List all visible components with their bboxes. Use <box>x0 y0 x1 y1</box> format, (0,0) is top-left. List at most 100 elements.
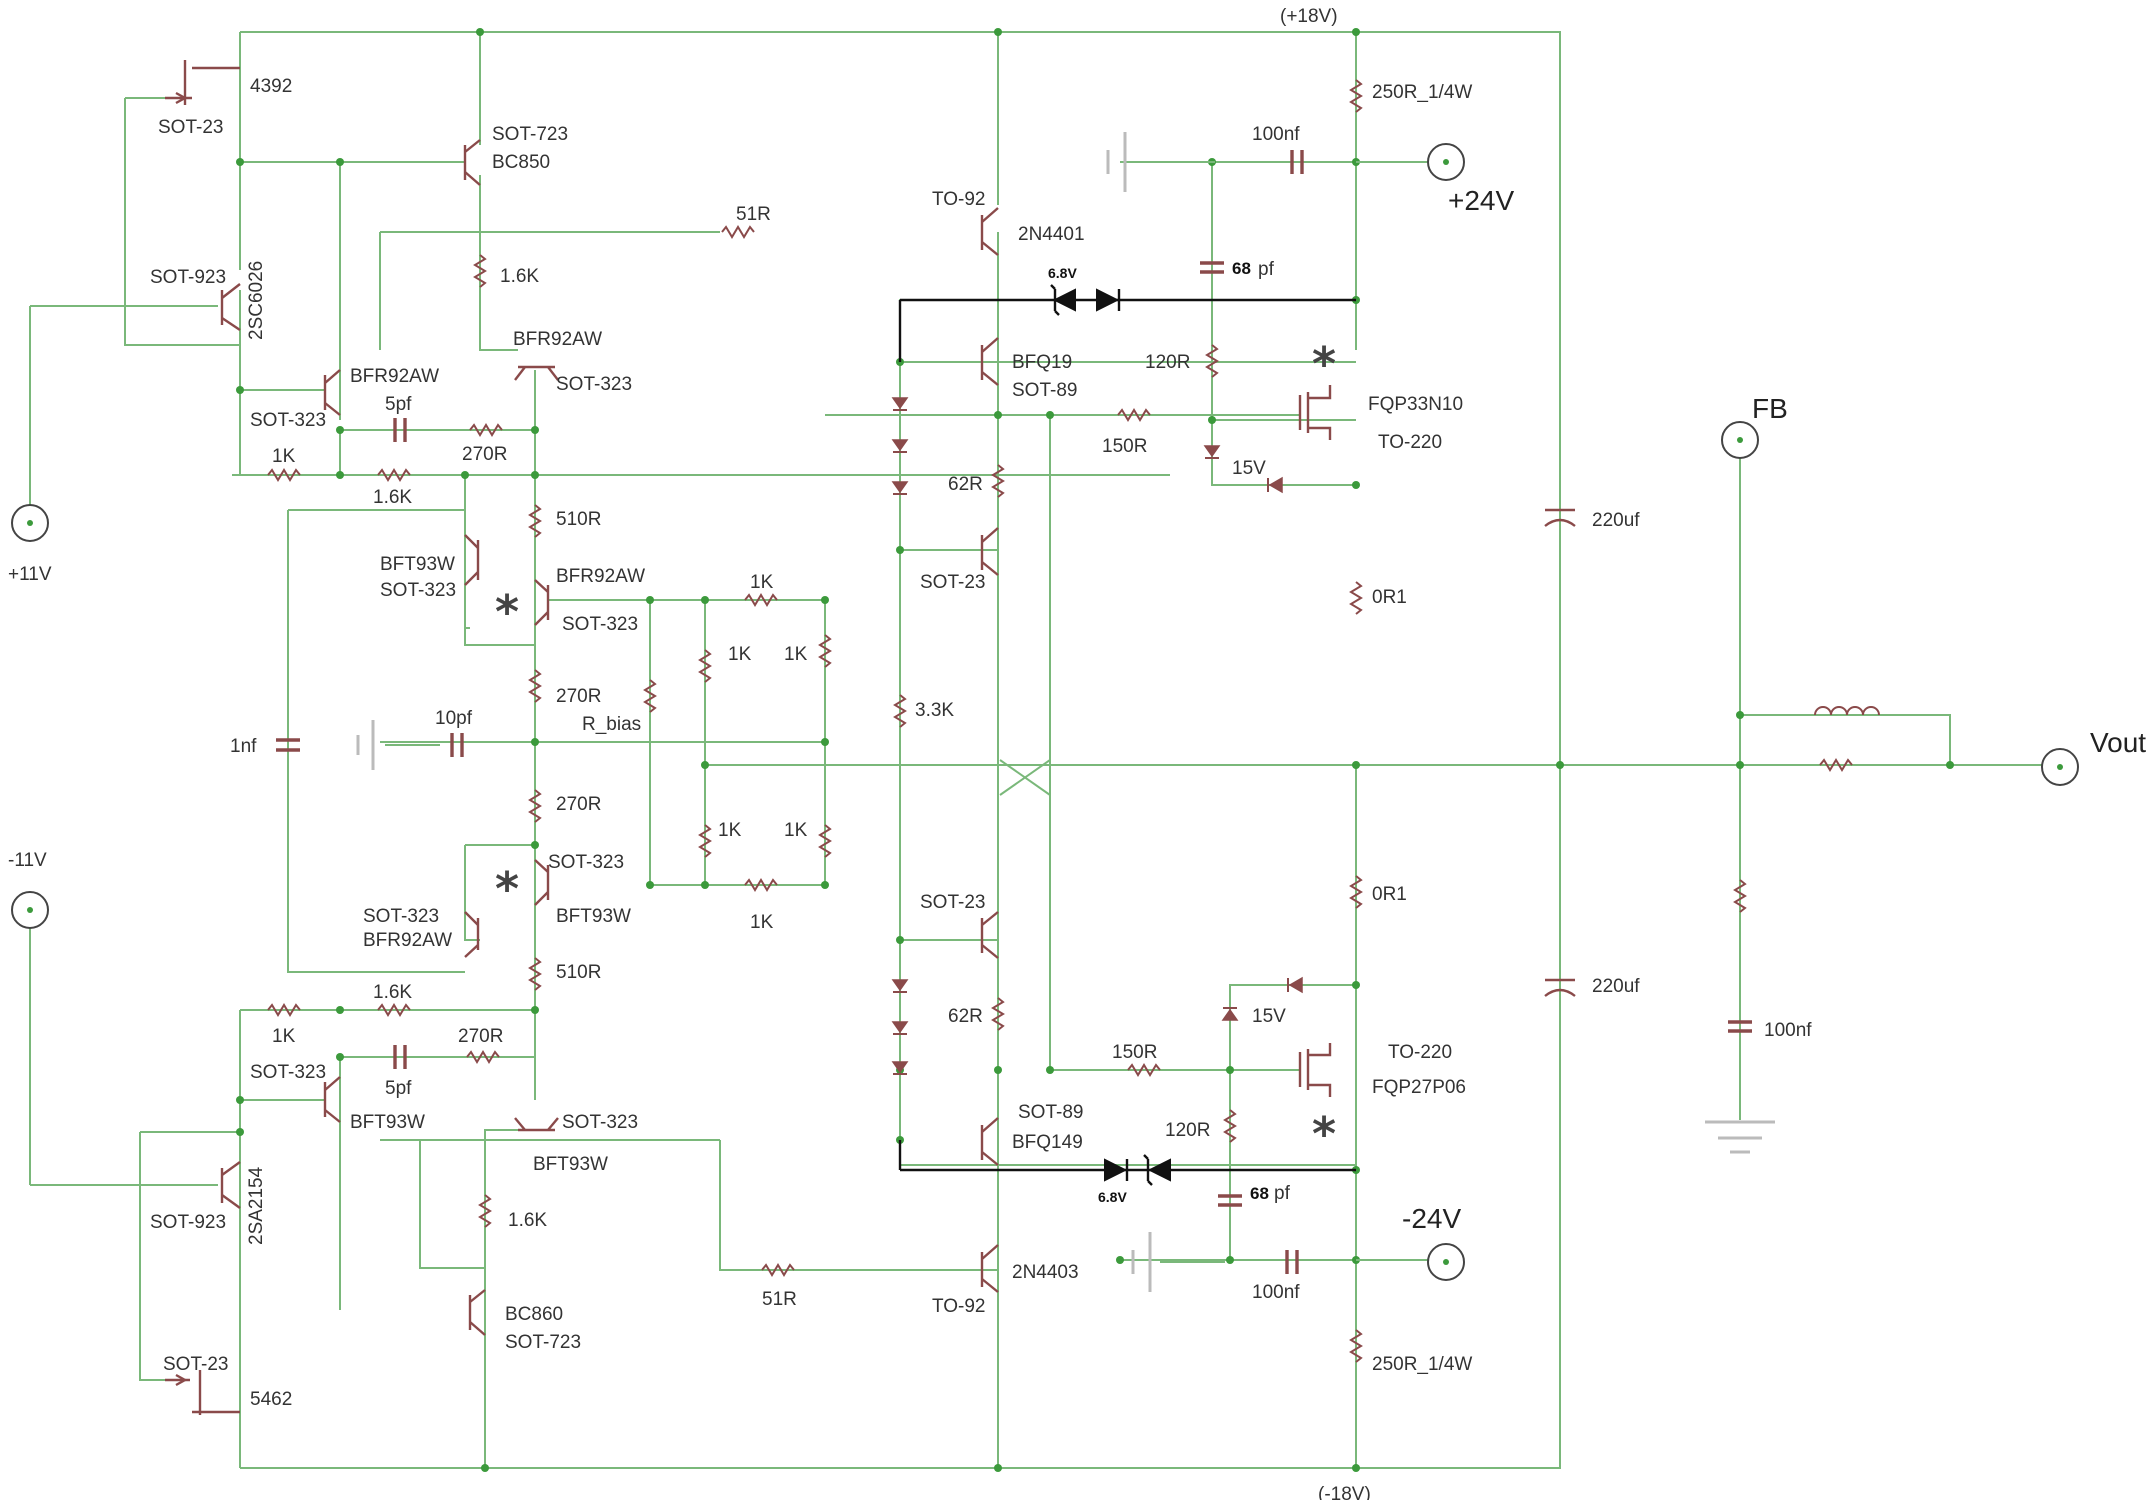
junction-dots <box>236 28 1954 1472</box>
label-capacitors-c68-bot-unit: pf <box>1274 1183 1291 1204</box>
label-capacitors-c68-top-val: 68 <box>1232 259 1251 278</box>
label-resistors-r510-top: 510R <box>556 509 601 530</box>
resistor-1k6-top: 1.6K <box>473 254 539 288</box>
resistor-62r-bottom: 62R <box>948 997 1005 1031</box>
terminal-pos11: +11V <box>8 306 52 585</box>
label-resistors-r1k6-bot: 1.6K <box>508 1210 547 1231</box>
label-resistors-r3k3: 3.3K <box>915 700 954 721</box>
label-capacitors-c100n-bot: 100nf <box>1252 1282 1300 1303</box>
label-transistors-q2n4401-part: 2N4401 <box>1018 224 1085 245</box>
resistor-120r-top: 120R <box>1145 344 1219 378</box>
transistor-bc850: SOT-723 BC850 <box>463 124 568 186</box>
capacitor-68pf-bottom: 68 pf <box>1218 1183 1291 1207</box>
label-transistors-qbft93-low-part: BFT93W <box>556 906 631 927</box>
label-resistors-r62-bot: 62R <box>948 1006 983 1027</box>
capacitor-5pf-bottom: 5pf <box>385 1045 412 1099</box>
zener-6v8-top: 6.8V <box>898 265 1356 362</box>
label-transistors-q2n4401-package: TO-92 <box>932 189 986 210</box>
terminal-neg11: -11V <box>8 850 49 1185</box>
transistor-bft93w-bottom-left: SOT-323 BFT93W <box>250 1062 425 1133</box>
label-transistors-qbfr92-top-b-package: SOT-323 <box>250 410 326 431</box>
ground-symbol <box>1106 132 1215 192</box>
transistor-5462: SOT-23 5462 <box>163 1354 292 1415</box>
resistor-1k6-bottom: 1.6K <box>478 1194 547 1231</box>
label-transistors-mfqp33-package: TO-220 <box>1378 432 1442 453</box>
label-transistors-qbc860-part: BC860 <box>505 1304 563 1325</box>
label-transistors-qbfr92-top-b-part: BFR92AW <box>350 366 439 387</box>
transistor-2n4403: 2N4403 TO-92 <box>932 1244 1079 1317</box>
transistor-bft93w-bottom: SOT-323 BFT93W <box>514 1112 638 1175</box>
resistor-r-bias: R_bias <box>582 679 657 735</box>
label-resistors-r250-bot: 250R_1/4W <box>1372 1354 1472 1375</box>
label-transistors-q5462-part: 5462 <box>250 1389 292 1410</box>
resistor-1k6-fb-top: 1.6K <box>373 468 412 508</box>
label-transistors-q2sc6026-part: 2SC6026 <box>246 261 267 340</box>
label-transistors-qbfq149-package: SOT-89 <box>1018 1102 1083 1123</box>
label-transistors-qbft93-mid-package: SOT-323 <box>380 580 456 601</box>
label-resistors-r1k-bot: 1K <box>272 1026 296 1047</box>
resistor-250r-bottom: 250R_1/4W <box>1349 1329 1472 1375</box>
label-resistors-r0r1-bot: 0R1 <box>1372 884 1407 905</box>
resistor-250r-top: 250R_1/4W <box>1349 79 1472 113</box>
label-capacitors-c5p-bot: 5pf <box>385 1078 412 1099</box>
resistor-output-series <box>1819 758 1853 772</box>
label-rail-neg18: (-18V) <box>1318 1484 1371 1500</box>
label-pos11: +11V <box>8 564 52 585</box>
label-resistors-r1k-a: 1K <box>750 572 774 593</box>
transistor-bft93w-mid: BFT93W SOT-323 <box>380 534 480 601</box>
label-vout: Vout <box>2090 727 2146 758</box>
transistor-2n4401: TO-92 2N4401 <box>932 189 1085 256</box>
label-resistors-r1k6-fb-bot: 1.6K <box>373 982 412 1003</box>
label-capacitors-c220-bot: 220uf <box>1592 976 1640 997</box>
label-resistors-r1k-f: 1K <box>750 912 774 933</box>
label-resistors-r51-top: 51R <box>736 204 771 225</box>
capacitor-5pf-top: 5pf <box>385 394 412 442</box>
label-transistors-mfqp27-part: FQP27P06 <box>1372 1077 1466 1098</box>
label-resistors-r270-bot: 270R <box>458 1026 503 1047</box>
label-capacitors-c68-top-unit: pf <box>1258 259 1275 280</box>
label-fb: FB <box>1752 393 1788 424</box>
label-capacitors-c10p: 10pf <box>435 708 473 729</box>
resistor-0r1-bottom: 0R1 <box>1349 875 1407 909</box>
label-resistors-r1k6-top: 1.6K <box>500 266 539 287</box>
asterisk-marker: * <box>495 862 519 916</box>
asterisk-markers: * * * * <box>495 337 1336 1161</box>
terminals: +24V -24V +11V -11V FB Vout (+18V) (-18V… <box>8 6 2146 1500</box>
label-transistors-qbfr92-top-a-package: SOT-323 <box>556 374 632 395</box>
label-transistors-qbc860-package: SOT-723 <box>505 1332 581 1353</box>
label-transistors-q4392-package: SOT-23 <box>158 117 223 138</box>
label-transistors-qbfq19-package: SOT-89 <box>1012 380 1077 401</box>
resistor-1k-a: 1K <box>744 572 778 607</box>
resistor-1k-f: 1K <box>744 878 778 933</box>
label-transistors-q2sa2154-package: SOT-923 <box>150 1212 226 1233</box>
capacitor-10pf: 10pf <box>435 708 473 757</box>
resistor-1k6-fb-bottom: 1.6K <box>373 982 412 1017</box>
label-resistors-r150-top: 150R <box>1102 436 1147 457</box>
label-resistors-r270-top: 270R <box>462 444 507 465</box>
label-pos24: +24V <box>1448 185 1514 216</box>
label-transistors-qbfq19-part: BFQ19 <box>1012 352 1072 373</box>
label-transistors-q2n4403-package: TO-92 <box>932 1296 986 1317</box>
capacitor-100nf-top: 100nf <box>1252 124 1304 174</box>
label-capacitors-c100n-top: 100nf <box>1252 124 1300 145</box>
label-rail-pos18: (+18V) <box>1280 6 1338 27</box>
zener-6v8-bottom: 6.8V <box>898 1140 1356 1205</box>
label-resistors-r150-bot: 150R <box>1112 1042 1157 1063</box>
capacitor-68pf-top: 68 pf <box>1200 259 1275 280</box>
capacitor-220uf-top: 220uf <box>1544 508 1640 531</box>
label-capacitors-c5p-top: 5pf <box>385 394 412 415</box>
label-transistors-qbfr92-mid-part: BFR92AW <box>556 566 645 587</box>
label-transistors-qsot23-up-package: SOT-23 <box>920 572 985 593</box>
capacitor-1nf: 1nf <box>230 736 300 757</box>
transistor-sot23-upper: SOT-23 <box>920 527 999 593</box>
label-resistors-r1k-d: 1K <box>718 820 742 841</box>
label-transistors-q4392-part: 4392 <box>250 76 292 97</box>
resistor-120r-bottom: 120R <box>1165 1109 1237 1143</box>
label-neg11: -11V <box>8 850 47 871</box>
transistor-2sa2154: SOT-923 2SA2154 <box>150 1161 267 1245</box>
ground-symbol <box>1705 1050 1775 1154</box>
label-transistors-mfqp33-part: FQP33N10 <box>1368 394 1463 415</box>
resistor-1k-c: 1K <box>784 634 832 668</box>
label-capacitors-c1n: 1nf <box>230 736 257 757</box>
